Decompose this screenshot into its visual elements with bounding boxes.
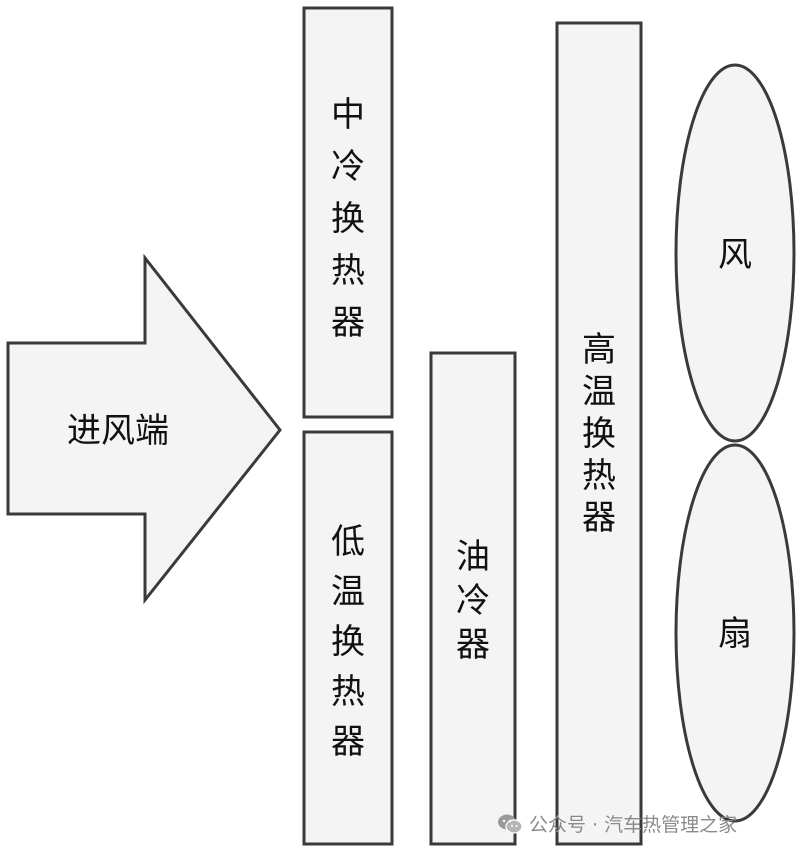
- intercooler-label: 中冷换热器: [331, 95, 365, 343]
- inlet-arrow-shape: [6, 253, 282, 605]
- low-temp-rect: [302, 430, 394, 846]
- low-temp-heat-exchanger: 低温换热器: [302, 430, 394, 846]
- fan: 风 扇: [674, 63, 796, 823]
- watermark: 公众号 · 汽车热管理之家: [497, 810, 737, 837]
- wechat-icon: [498, 814, 523, 834]
- watermark-text: 公众号 · 汽车热管理之家: [529, 814, 738, 836]
- air-inlet-arrow: 进风端: [6, 253, 282, 605]
- high-temp-label: 高温换热器: [582, 330, 616, 538]
- fan-label-bottom: 扇: [718, 614, 752, 654]
- low-temp-label: 低温换热器: [331, 522, 365, 762]
- inlet-label: 进风端: [67, 411, 169, 451]
- fan-blade-top: [674, 63, 796, 443]
- high-temp-heat-exchanger: 高温换热器: [555, 21, 643, 846]
- intercooler-rect: [302, 6, 394, 419]
- intercooler-heat-exchanger: 中冷换热器: [302, 6, 394, 419]
- oil-cooler-rect: [429, 351, 517, 846]
- fan-label-top: 风: [718, 235, 752, 275]
- fan-blade-bottom: [674, 443, 796, 823]
- oil-cooler: 油冷器: [429, 351, 517, 846]
- oil-cooler-label: 油冷器: [456, 537, 490, 665]
- high-temp-rect: [555, 21, 643, 846]
